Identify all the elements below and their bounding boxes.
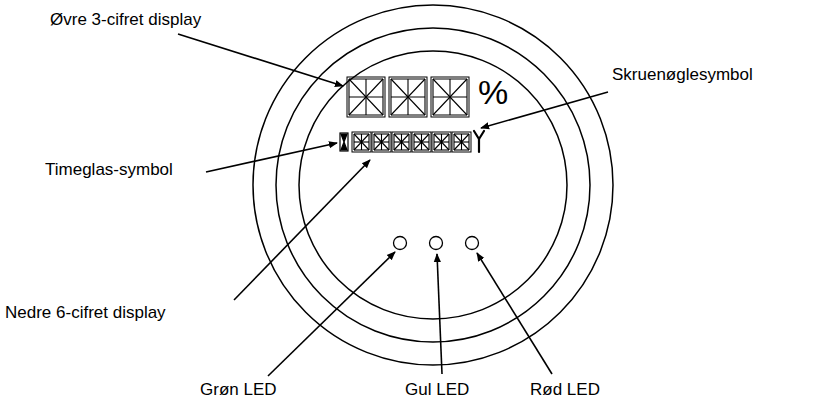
digit-segment [362,134,370,142]
digit-cell [372,132,391,152]
digit-segment [462,142,470,150]
callout-label: Nedre 6-cifret display [5,304,166,323]
digit-segment [373,134,374,150]
percent-sign: % [478,74,508,111]
yellow-led [430,237,443,250]
digit-segment [466,79,467,115]
digit-segment [391,97,408,115]
digit-segment [394,134,402,142]
digit-segment [433,97,450,115]
digit-segment [414,142,422,150]
digit-segment [382,79,383,115]
digit-cell [452,132,471,152]
callout-label: Skruenøglesymbol [612,66,753,85]
digit-segment [366,97,383,115]
leader-line [234,160,370,300]
digit-segment [353,134,354,150]
digit-segment [374,134,382,142]
digit-segment [394,142,402,150]
digit-segment [354,134,362,142]
digit-segment [402,134,410,142]
digit-cell [347,77,385,117]
inner-ring [299,51,567,319]
digit-segment [362,142,370,150]
digit-segment [408,79,425,97]
outer-ring [253,5,613,365]
red-led [466,237,479,250]
digit-segment [366,79,383,97]
digit-segment [442,142,450,150]
digit-segment [390,79,391,115]
digit-segment [450,79,467,97]
leader-line [206,143,337,172]
callout-label: Grøn LED [200,381,277,400]
digit-segment [349,97,366,115]
wrench-symbol [474,131,484,152]
digit-segment [454,134,462,142]
digit-segment [402,142,410,150]
callout-label: Timeglas-symbol [45,161,173,180]
digit-segment [434,134,442,142]
digit-segment [382,142,390,150]
digit-segment [434,142,442,150]
leader-line [437,254,442,374]
digit-segment [348,79,349,115]
green-led [394,237,407,250]
digit-cell [352,132,371,152]
digit-segment [422,142,430,150]
digit-segment [374,142,382,150]
digit-segment [454,142,462,150]
digit-segment [354,142,362,150]
digit-segment [422,134,430,142]
digit-segment [432,79,433,115]
digit-segment [382,134,390,142]
leader-lines [178,34,608,376]
callout-label: Øvre 3-cifret display [50,11,201,30]
digit-segment [442,134,450,142]
digit-segment [408,134,409,150]
digit-cell [392,132,411,152]
digit-segment [450,97,467,115]
digit-cell [431,77,469,117]
callout-label: Rød LED [530,381,600,400]
leader-line [178,34,343,86]
digit-segment [368,134,369,150]
digit-segment [433,134,434,150]
digit-segment [388,134,389,150]
digit-segment [414,134,422,142]
digit-segment [393,134,394,150]
middle-ring [276,28,590,342]
digit-segment [448,134,449,150]
digit-segment [433,79,450,97]
digit-segment [424,79,425,115]
digit-segment [462,134,470,142]
digit-segment [453,134,454,150]
digit-segment [349,79,366,97]
leader-line [477,253,552,374]
digit-segment [468,134,469,150]
hourglass-symbol [340,133,348,151]
digit-segment [408,97,425,115]
digit-cell [432,132,451,152]
digit-segment [428,134,429,150]
leader-line [268,252,395,376]
digit-segment [391,79,408,97]
digit-segment [413,134,414,150]
digit-cell [389,77,427,117]
callout-label: Gul LED [405,381,469,400]
lcd-segments [347,77,471,152]
digit-cell [412,132,431,152]
